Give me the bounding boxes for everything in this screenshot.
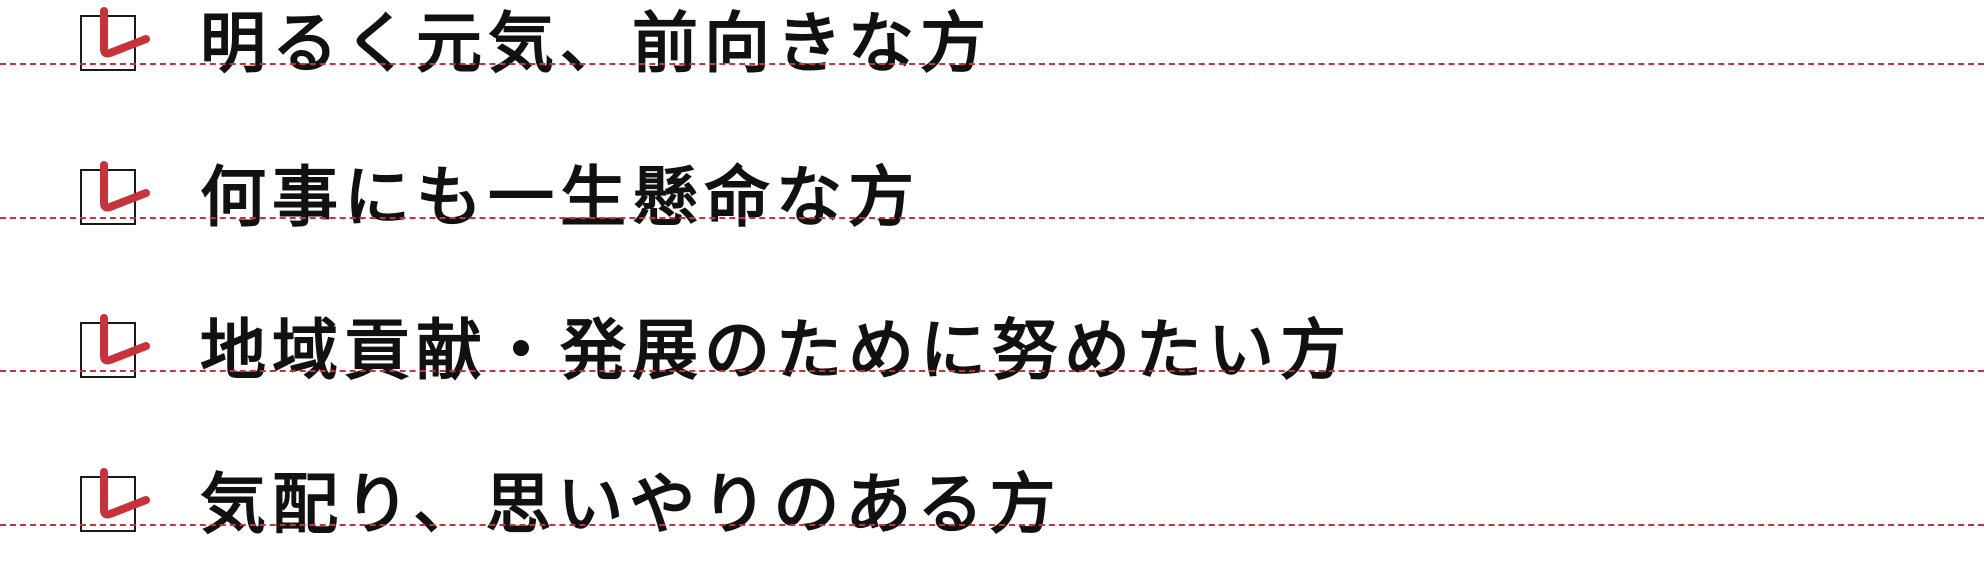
list-item: 気配り、思いやりのある方: [0, 416, 1984, 570]
list-item-label: 何事にも一生懸命な方: [200, 158, 920, 236]
list-item: 明るく元気、前向きな方: [0, 0, 1984, 109]
dashed-divider: [0, 63, 1984, 65]
dashed-divider: [0, 524, 1984, 526]
list-item: 何事にも一生懸命な方: [0, 109, 1984, 263]
dashed-divider: [0, 370, 1984, 372]
list-item: 地域貢献・発展のために努めたい方: [0, 262, 1984, 416]
list-item-label: 明るく元気、前向きな方: [200, 4, 992, 82]
check-mark-icon: [100, 468, 150, 519]
dashed-divider: [0, 217, 1984, 219]
check-mark-icon: [100, 161, 150, 212]
check-mark-icon: [100, 7, 150, 58]
list-item-label: 地域貢献・発展のために努めたい方: [200, 311, 1352, 389]
check-mark-icon: [100, 314, 150, 365]
list-item-label: 気配り、思いやりのある方: [200, 465, 1062, 543]
